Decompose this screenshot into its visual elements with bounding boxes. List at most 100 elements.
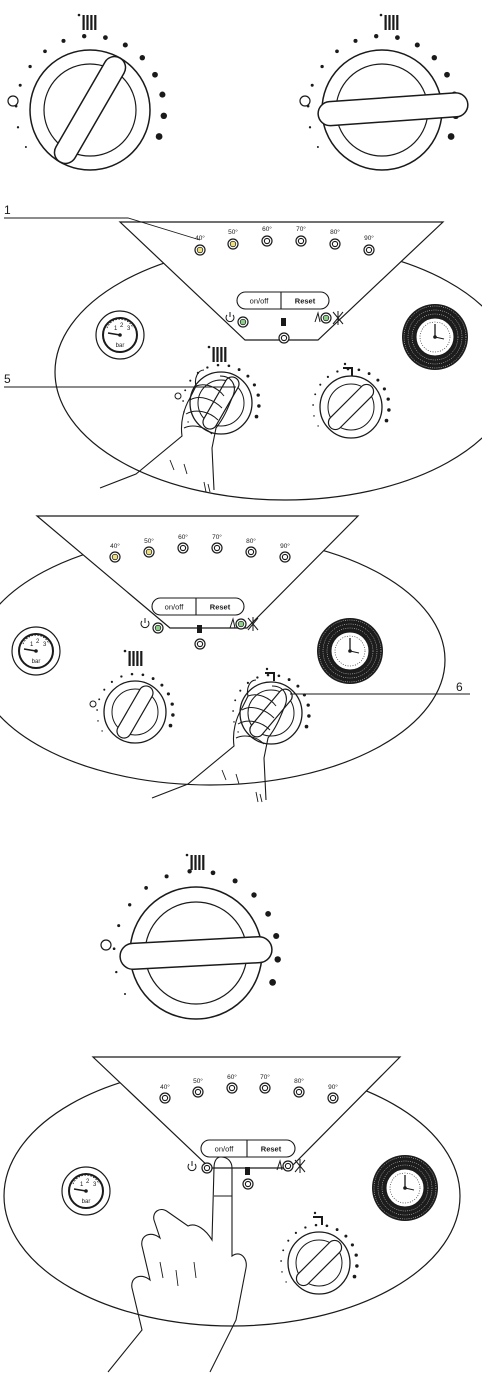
scale-dot (130, 672, 134, 676)
led-40 (194, 244, 206, 256)
scale-dot (282, 1249, 285, 1252)
status-led-flame (320, 312, 332, 324)
control-panel-3: 40° 50° 60° 70° 80° 90° on/off Reset 1 2 (3, 1056, 461, 1373)
led-70 (259, 1082, 271, 1094)
timer-clock[interactable] (316, 617, 384, 685)
scale-dot (317, 425, 319, 427)
heating-knob-large-center (100, 853, 281, 1020)
knob-handle[interactable] (119, 935, 273, 971)
led-40 (109, 551, 121, 563)
onoff-button[interactable]: on/off (165, 603, 185, 612)
scale-dot (444, 71, 450, 78)
temp-label-50: 50° (228, 228, 238, 236)
scale-dot (447, 133, 455, 140)
scale-dot (287, 1239, 290, 1242)
scale-dot (376, 378, 380, 382)
scale-dot (257, 404, 261, 408)
scale-dot (151, 677, 155, 681)
scale-dot (141, 673, 145, 677)
cylinder-icon (281, 318, 286, 326)
scale-dot (246, 681, 249, 685)
scale-dot (160, 683, 164, 687)
svg-text:3: 3 (127, 326, 131, 332)
scale-dot (166, 692, 170, 696)
led-60 (226, 1082, 238, 1094)
scale-dot (304, 1226, 307, 1229)
dial-scale (306, 34, 460, 148)
scale-dot (312, 404, 314, 406)
scale-dot (310, 83, 314, 87)
scale-dot (277, 674, 281, 678)
svg-text:3: 3 (43, 642, 47, 648)
cylinder-icon (245, 1167, 250, 1175)
flame-icon (276, 1159, 283, 1171)
radiator-icon (185, 853, 205, 870)
dial-scale (182, 363, 261, 423)
onoff-button[interactable]: on/off (250, 297, 270, 306)
temp-label-70: 70° (296, 225, 306, 233)
scale-dot (103, 688, 106, 691)
scale-dot (265, 911, 271, 917)
timer-clock[interactable] (401, 303, 469, 371)
scale-dot (16, 126, 20, 129)
scale-dot (216, 363, 220, 367)
scale-dot (82, 34, 87, 39)
dial-scale (312, 367, 391, 427)
led-80 (245, 546, 257, 558)
scale-dot (227, 364, 231, 368)
scale-dot (346, 367, 350, 371)
dial-scale (280, 1223, 359, 1283)
timer-clock[interactable] (371, 1154, 439, 1222)
reset-button[interactable]: Reset (261, 1145, 282, 1154)
scale-dot (384, 418, 389, 423)
knob-handle[interactable] (50, 53, 129, 168)
scale-dot (285, 1281, 287, 1283)
scale-dot (382, 387, 386, 391)
scale-dot (234, 699, 237, 702)
dial-scale (112, 869, 281, 995)
temp-label-40: 40° (110, 542, 120, 550)
temp-label-80: 80° (246, 537, 256, 545)
scale-dot (232, 710, 234, 712)
scale-dot (96, 709, 98, 711)
temp-label-80: 80° (330, 228, 340, 236)
dial-scale (96, 672, 175, 732)
heating-knob-large-left (7, 13, 168, 171)
scale-dot (294, 1231, 297, 1234)
led-90 (363, 244, 375, 256)
power-icon (225, 312, 235, 323)
scale-dot (233, 721, 235, 723)
scale-dot (144, 886, 148, 890)
scale-dot (431, 55, 437, 61)
svg-text:2: 2 (120, 323, 124, 329)
knob-handle[interactable] (317, 92, 469, 127)
scale-dot (152, 71, 158, 78)
scale-dot (357, 368, 361, 372)
reset-button[interactable]: Reset (295, 297, 316, 306)
scale-dot (139, 55, 145, 61)
scale-dot (97, 720, 99, 722)
svg-text:3: 3 (93, 1182, 97, 1188)
scale-dot (296, 684, 300, 688)
scale-dot (159, 91, 166, 98)
onoff-button[interactable]: on/off (215, 1145, 235, 1154)
reset-button[interactable]: Reset (210, 603, 231, 612)
scale-dot (187, 869, 192, 874)
scale-dot (325, 1224, 329, 1228)
led-50 (192, 1086, 204, 1098)
flame-icon (314, 311, 321, 323)
scale-dot (414, 42, 420, 48)
scale-dot (335, 1228, 339, 1232)
scale-dot (170, 702, 174, 706)
scale-dot (281, 1271, 283, 1273)
status-led-cylinder (278, 332, 290, 344)
temp-label-50: 50° (144, 537, 154, 545)
scale-dot (155, 133, 163, 140)
gauge-unit: bar (32, 659, 41, 665)
status-led-flame (235, 618, 247, 630)
scale-dot (304, 724, 309, 729)
status-led-power (201, 1162, 213, 1174)
scale-dot (237, 731, 239, 733)
status-led-flame (282, 1160, 294, 1172)
cylinder-icon (197, 625, 202, 633)
